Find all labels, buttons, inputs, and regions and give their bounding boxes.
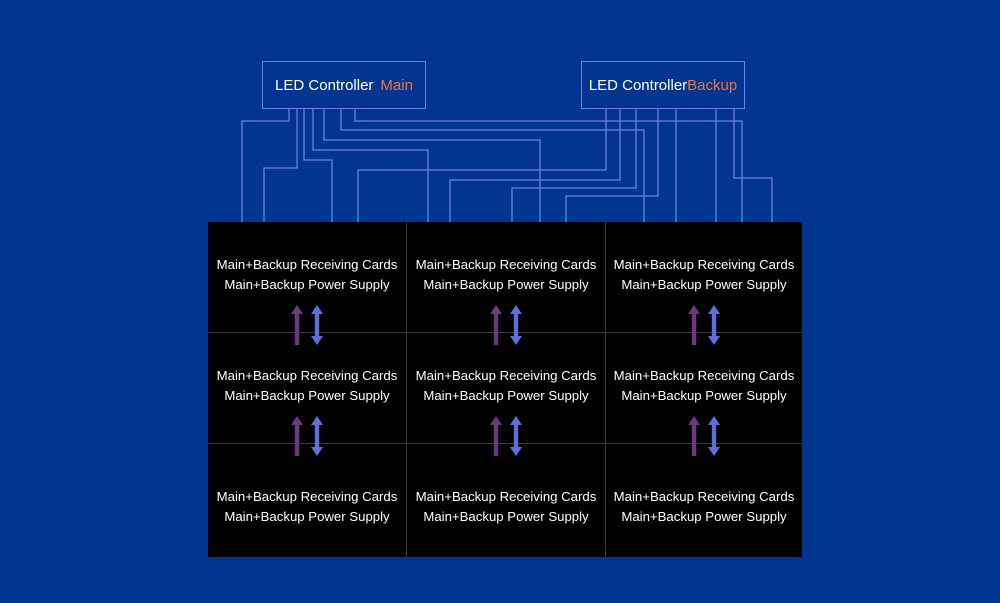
main-path-up-arrow-icon <box>490 416 502 456</box>
redundancy-arrows <box>486 305 526 347</box>
backup-path-double-arrow-icon <box>311 416 323 456</box>
redundancy-arrows-graphic <box>490 305 522 345</box>
backup-path-double-arrow-icon <box>311 305 323 345</box>
power-supply-label: Main+Backup Power Supply <box>621 509 787 524</box>
power-supply-label: Main+Backup Power Supply <box>423 509 589 524</box>
power-supply-label: Main+Backup Power Supply <box>423 388 589 403</box>
main-cable-1 <box>241 109 290 222</box>
power-supply-label: Main+Backup Power Supply <box>621 277 787 292</box>
controller-backup-highlight: Backup <box>687 76 738 94</box>
backup-cable-1 <box>357 109 607 222</box>
backup-cable-3 <box>511 109 637 222</box>
redundancy-arrows <box>684 416 724 458</box>
main-path-up-arrow-icon <box>688 305 700 345</box>
main-path-up-arrow-icon <box>688 416 700 456</box>
power-supply-label: Main+Backup Power Supply <box>224 388 390 403</box>
receiving-cards-label: Main+Backup Receiving Cards <box>216 368 398 383</box>
redundancy-arrows-graphic <box>291 305 323 345</box>
controller-backup-label: LED Controller <box>588 76 688 94</box>
receiving-cards-label: Main+Backup Receiving Cards <box>415 257 597 272</box>
backup-path-double-arrow-icon <box>708 416 720 456</box>
power-supply-label: Main+Backup Power Supply <box>224 277 390 292</box>
receiving-cards-label: Main+Backup Receiving Cards <box>415 489 597 504</box>
receiving-cards-label: Main+Backup Receiving Cards <box>216 257 398 272</box>
power-supply-label: Main+Backup Power Supply <box>224 509 390 524</box>
backup-cable-7 <box>733 109 773 222</box>
redundancy-arrows-graphic <box>490 416 522 456</box>
controller-main-highlight: Main <box>380 76 413 94</box>
receiving-cards-label: Main+Backup Receiving Cards <box>613 489 795 504</box>
redundancy-arrows <box>486 416 526 458</box>
backup-cable-4 <box>565 109 659 222</box>
main-cable-2 <box>263 109 298 222</box>
main-cable-7 <box>354 109 743 222</box>
redundancy-arrows-graphic <box>688 416 720 456</box>
backup-path-double-arrow-icon <box>708 305 720 345</box>
redundancy-arrows <box>684 305 724 347</box>
backup-path-double-arrow-icon <box>510 305 522 345</box>
receiving-cards-label: Main+Backup Receiving Cards <box>216 489 398 504</box>
main-cable-6 <box>340 109 645 222</box>
redundancy-arrows-graphic <box>688 305 720 345</box>
receiving-cards-label: Main+Backup Receiving Cards <box>415 368 597 383</box>
backup-cable-2 <box>449 109 621 222</box>
main-cable-3 <box>303 109 333 222</box>
receiving-cards-label: Main+Backup Receiving Cards <box>613 257 795 272</box>
controller-main-label: LED Controller <box>275 76 374 94</box>
main-path-up-arrow-icon <box>291 305 303 345</box>
main-cable-4 <box>312 109 429 222</box>
receiving-cards-label: Main+Backup Receiving Cards <box>613 368 795 383</box>
redundancy-arrows-graphic <box>291 416 323 456</box>
redundancy-arrows <box>287 416 327 458</box>
power-supply-label: Main+Backup Power Supply <box>423 277 589 292</box>
redundancy-arrows <box>287 305 327 347</box>
main-path-up-arrow-icon <box>490 305 502 345</box>
main-path-up-arrow-icon <box>291 416 303 456</box>
led-controller-main: LED Controller Main <box>262 61 426 109</box>
main-cable-5 <box>323 109 541 222</box>
power-supply-label: Main+Backup Power Supply <box>621 388 787 403</box>
backup-path-double-arrow-icon <box>510 416 522 456</box>
